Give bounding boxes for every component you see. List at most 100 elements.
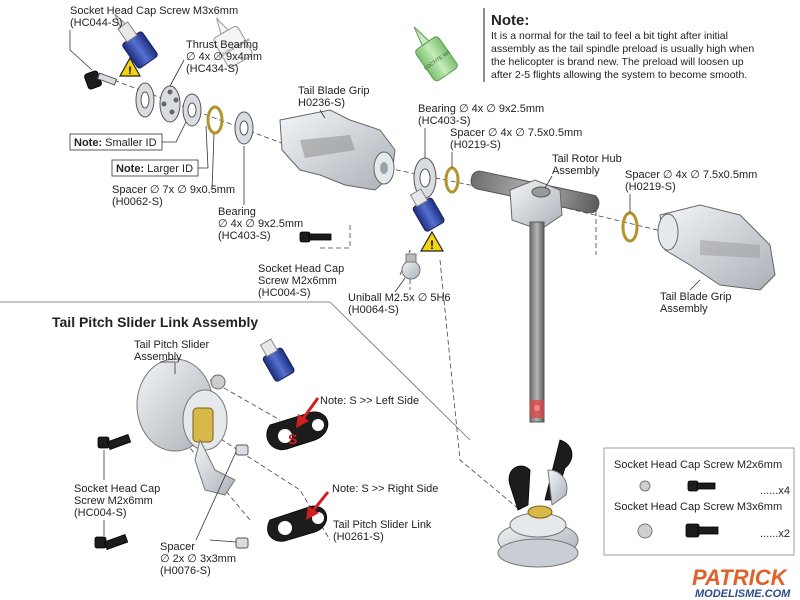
label-tail-rotor-hub: Tail Rotor Hub Assembly [544,153,622,189]
svg-text:∅ 2x ∅ 3x3mm: ∅ 2x ∅ 3x3mm [160,553,236,565]
logo-top: PATRICK [692,565,789,590]
section-title: Tail Pitch Slider Link Assembly [52,314,258,330]
svg-text:(HC044-S): (HC044-S) [70,17,123,29]
svg-text:∅ 4x ∅ 9x2.5mm: ∅ 4x ∅ 9x2.5mm [218,218,303,230]
label-spacer-right: Spacer ∅ 4x ∅ 7.5x0.5mm (H0219-S) [625,169,757,213]
screw-m3-part [84,70,118,90]
svg-text:(HC004-S): (HC004-S) [258,287,311,299]
spacer-2x3-part [235,444,249,549]
svg-text:∅ 4x ∅ 9x4mm: ∅ 4x ∅ 9x4mm [186,51,262,63]
svg-text:Spacer: Spacer [160,541,195,553]
side-marker-s: S [288,431,297,447]
note-line: after 2-5 flights allowing the system to… [491,69,747,81]
logo-bottom: MODELISME.COM [695,588,791,600]
bearing-left-part [234,111,254,145]
svg-text:Screw M2x6mm: Screw M2x6mm [74,495,153,507]
warning-icon: ! [118,56,142,77]
patrick-modelisme-logo: PATRICK MODELISME.COM [692,565,791,600]
svg-text:Spacer ∅ 4x ∅ 7.5x0.5mm: Spacer ∅ 4x ∅ 7.5x0.5mm [450,127,582,139]
tail-rotor-hub-part [470,170,600,423]
red-arrow-icon [306,491,330,520]
svg-text:Tail Blade Grip: Tail Blade Grip [298,85,370,97]
svg-text:Socket Head Cap: Socket Head Cap [258,263,344,275]
svg-text:Tail Rotor Hub: Tail Rotor Hub [552,153,622,165]
tail-pitch-slider-bottom-part [497,439,579,568]
svg-text:Note: S >> Left Side: Note: S >> Left Side [320,395,419,407]
section-divider [329,301,471,441]
svg-text:Bearing: Bearing [218,206,256,218]
svg-text:Tail Pitch Slider: Tail Pitch Slider [134,339,210,351]
tail-pitch-slider-part [136,358,236,496]
label-note-left-side: Note: S >> Left Side [320,395,419,407]
svg-text:Note: Larger ID: Note: Larger ID [116,163,193,175]
warning-icon: ! [419,230,445,252]
svg-text:Assembly: Assembly [134,351,182,363]
svg-text:(HC403-S): (HC403-S) [218,230,271,242]
svg-text:Tail Pitch Slider Link: Tail Pitch Slider Link [333,519,432,531]
tail-blade-grip-assembly-part [657,204,776,291]
svg-text:(HC403-S): (HC403-S) [418,115,471,127]
note-line: It is a normal for the tail to feel a bi… [491,30,728,42]
note-line: the helicopter is brand new. The preload… [491,56,744,68]
hardware-legend: Socket Head Cap Screw M2x6mm ......x4 So… [603,447,795,556]
loctite-bottle-3 [259,338,295,382]
red-arrow-icon [296,397,320,428]
svg-text:(H0076-S): (H0076-S) [160,565,211,577]
label-bearing-left: Bearing ∅ 4x ∅ 9x2.5mm (HC403-S) [218,146,303,242]
svg-text:Uniball M2.5x ∅ 5H6: Uniball M2.5x ∅ 5H6 [348,292,451,304]
screw-m2-mid-part [299,231,332,243]
label-note-larger-id: Note: Larger ID [111,125,209,177]
svg-text:H0236-S): H0236-S) [298,97,345,109]
svg-text:(H0219-S): (H0219-S) [625,181,676,193]
spacer-7x9-part [206,105,224,135]
svg-text:Bearing ∅ 4x ∅ 9x2.5mm: Bearing ∅ 4x ∅ 9x2.5mm [418,103,544,115]
spacer-mid-part [444,166,460,194]
svg-text:(HC004-S): (HC004-S) [74,507,127,519]
legend-item-qty: ......x4 [760,485,790,497]
label-tail-blade-grip: Tail Blade Grip H0236-S) [298,85,370,119]
svg-text:(H0062-S): (H0062-S) [112,196,163,208]
legend-item-qty: ......x2 [760,528,790,540]
label-note-right-side: Note: S >> Right Side [332,483,438,495]
grease-bottle: Vaseline Grease [213,17,253,68]
svg-text:!: ! [128,65,132,77]
slider-link-left: S [266,411,329,451]
svg-text:(HC434-S): (HC434-S) [186,63,239,75]
thrust-bearing-part [135,82,202,127]
label-bearing-right: Bearing ∅ 4x ∅ 9x2.5mm (HC403-S) [418,103,544,158]
label-uniball: Uniball M2.5x ∅ 5H6 (H0064-S) [348,277,451,316]
label-screw-m2-mid: Socket Head Cap Screw M2x6mm (HC004-S) [258,263,344,299]
svg-text:Thrust Bearing: Thrust Bearing [186,39,258,51]
label-spacer-mid: Spacer ∅ 4x ∅ 7.5x0.5mm (H0219-S) [450,127,582,168]
svg-text:Note: S >> Right Side: Note: S >> Right Side [332,483,438,495]
legend-item-name: Socket Head Cap Screw M2x6mm [614,459,782,471]
label-spacer-7x9: Spacer ∅ 7x ∅ 9x0.5mm (H0062-S) [112,133,235,208]
loctite-green-bottle: LOCTITE 401 [413,26,458,82]
svg-text:Assembly: Assembly [660,303,708,315]
note-heading: Note: [491,12,529,29]
svg-text:(H0261-S): (H0261-S) [333,531,384,543]
svg-text:Tail Blade Grip: Tail Blade Grip [660,291,732,303]
loctite-bottle-2 [409,188,445,232]
svg-text:Note: Smaller ID: Note: Smaller ID [74,137,157,149]
svg-text:(H0219-S): (H0219-S) [450,139,501,151]
spacer-right-part [621,211,639,243]
label-note-smaller-id: Note: Smaller ID [69,121,187,151]
label-tail-blade-grip-assembly: Tail Blade Grip Assembly [660,279,732,315]
svg-text:Socket Head Cap: Socket Head Cap [74,483,160,495]
slider-link-right [267,505,328,542]
label-screw-m3: Socket Head Cap Screw M3x6mm (HC044-S) [69,5,238,71]
svg-text:(H0064-S): (H0064-S) [348,304,399,316]
svg-text:Socket Head Cap Screw M3x6mm: Socket Head Cap Screw M3x6mm [70,5,238,17]
svg-text:!: ! [430,238,434,252]
svg-text:Spacer ∅ 7x ∅ 9x0.5mm: Spacer ∅ 7x ∅ 9x0.5mm [112,184,235,196]
legend-item-name: Socket Head Cap Screw M3x6mm [614,501,782,513]
label-tail-pitch-slider-link: Tail Pitch Slider Link (H0261-S) [333,519,432,543]
label-spacer-2x3: Spacer ∅ 2x ∅ 3x3mm (H0076-S) [160,451,237,577]
svg-text:Screw M2x6mm: Screw M2x6mm [258,275,337,287]
label-thrust-bearing: Thrust Bearing ∅ 4x ∅ 9x4mm (HC434-S) [169,39,262,87]
tail-blade-grip-part [279,109,396,191]
label-tail-pitch-slider: Tail Pitch Slider Assembly [134,339,210,374]
